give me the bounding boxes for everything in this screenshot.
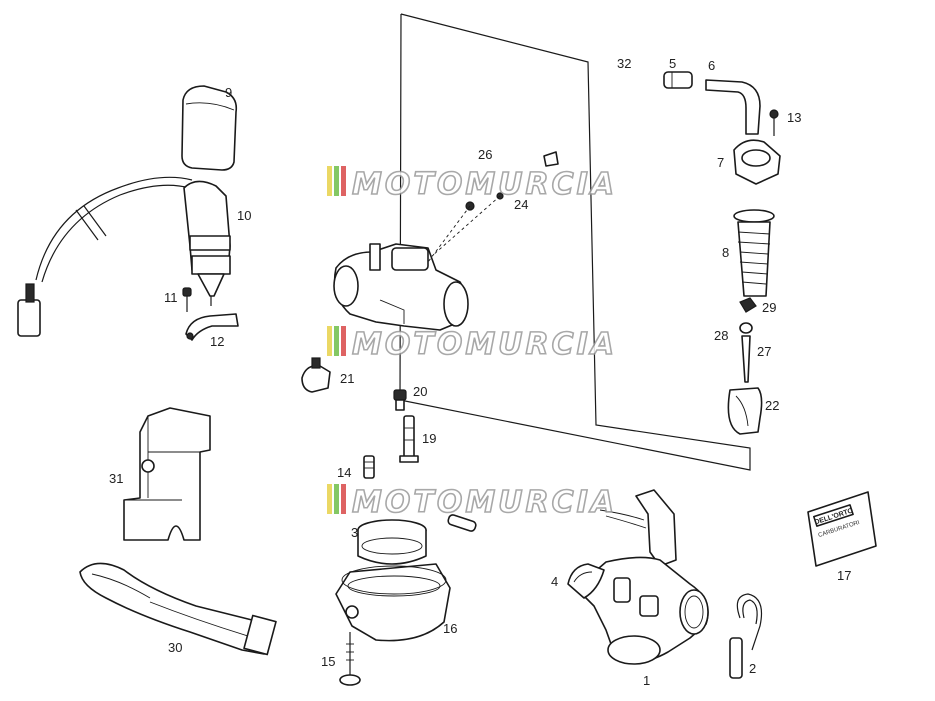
part-3-float <box>357 514 477 565</box>
watermark-stripe <box>327 326 332 356</box>
callout-12: 12 <box>210 334 224 349</box>
watermark-stripe <box>334 326 339 356</box>
part-12-clip <box>185 313 239 341</box>
part-1-carburetor-assembly <box>575 489 709 665</box>
part-8-spring <box>733 209 775 297</box>
part-13-screw <box>769 109 779 136</box>
part-2-cable-tie <box>729 593 763 679</box>
callout-13: 13 <box>787 110 801 125</box>
part-4-clamp <box>567 563 605 599</box>
callout-20: 20 <box>413 384 427 399</box>
watermark-stripe <box>327 484 332 514</box>
part-30-intake-hose <box>79 562 277 656</box>
watermark-stripe <box>341 484 346 514</box>
callout-4: 4 <box>551 574 558 589</box>
callout-27: 27 <box>757 344 771 359</box>
parts-27-28-29-needle <box>739 297 757 383</box>
part-31-manifold-block <box>123 407 211 541</box>
callout-32: 32 <box>617 56 631 71</box>
watermark-stripe <box>341 326 346 356</box>
watermark-middle: MOTOMURCIA <box>327 326 617 363</box>
watermark-text: MOTOMURCIA <box>352 327 617 362</box>
watermark-stripe <box>334 484 339 514</box>
part-15-bowl-screw <box>339 632 361 686</box>
part-11-screw <box>182 287 192 312</box>
callout-19: 19 <box>422 431 436 446</box>
callout-28: 28 <box>714 328 728 343</box>
callout-21: 21 <box>340 371 354 386</box>
part-17-label-card: DELL'ORTO CARBURATORI <box>807 491 877 567</box>
part-22-throttle-slide <box>727 387 763 435</box>
callout-15: 15 <box>321 654 335 669</box>
assembly-bracket-lines <box>399 13 751 471</box>
callout-11: 11 <box>164 290 178 305</box>
watermark-stripe <box>341 166 346 196</box>
parts-5-6-connector-hose <box>663 71 761 135</box>
callout-17: 17 <box>837 568 851 583</box>
parts-24-26-small-screws <box>427 151 559 263</box>
watermark-stripe <box>327 166 332 196</box>
part-14-main-jet <box>363 455 375 479</box>
watermark-stripe <box>334 166 339 196</box>
watermark-bottom: MOTOMURCIA <box>327 484 617 521</box>
callout-10: 10 <box>237 208 251 223</box>
callout-labels: 1 2 3 4 5 6 7 8 9 10 11 12 13 14 15 16 1… <box>109 56 851 688</box>
part-21-idle-screw <box>301 357 331 393</box>
callout-5: 5 <box>669 56 676 71</box>
callout-29: 29 <box>762 300 776 315</box>
callout-9: 9 <box>225 85 232 100</box>
callout-8: 8 <box>722 245 729 260</box>
callout-26: 26 <box>478 147 492 162</box>
watermark-text: MOTOMURCIA <box>352 485 617 520</box>
callout-16: 16 <box>443 621 457 636</box>
callout-6: 6 <box>708 58 715 73</box>
watermark-text: MOTOMURCIA <box>352 167 617 202</box>
callout-31: 31 <box>109 471 123 486</box>
part-16-float-bowl <box>335 563 451 642</box>
callout-7: 7 <box>717 155 724 170</box>
callout-2: 2 <box>749 661 756 676</box>
part-19-emulsion-tube <box>399 415 419 463</box>
part-7-top-cap <box>733 139 781 185</box>
callout-3: 3 <box>351 525 358 540</box>
callout-30: 30 <box>168 640 182 655</box>
callout-24: 24 <box>514 197 528 212</box>
callout-1: 1 <box>643 673 650 688</box>
callout-22: 22 <box>765 398 779 413</box>
callout-14: 14 <box>337 465 351 480</box>
watermark-top: MOTOMURCIA <box>327 166 617 203</box>
part-20-jet <box>393 389 407 411</box>
part-9-boot-cap <box>181 85 238 171</box>
carburetor-upper-body <box>333 243 469 331</box>
part-10-plug-cap-and-cable <box>17 176 231 337</box>
